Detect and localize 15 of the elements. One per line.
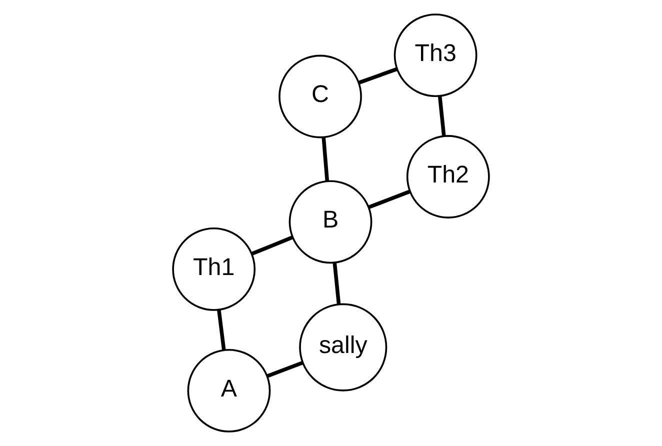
node-circle: Th2	[406, 135, 490, 218]
connector	[438, 96, 446, 136]
connector	[322, 137, 330, 182]
node-circle: sally	[299, 303, 388, 392]
node-circle: C	[278, 54, 362, 138]
node-circle: B	[288, 180, 372, 264]
connector	[217, 310, 226, 350]
connector	[358, 67, 398, 84]
node-circle: Th1	[172, 227, 256, 311]
connector	[266, 360, 304, 378]
connector	[251, 236, 294, 256]
node-circle: A	[187, 348, 271, 432]
node-circle: Th3	[394, 14, 478, 98]
connector	[332, 262, 341, 304]
connector	[368, 190, 411, 209]
